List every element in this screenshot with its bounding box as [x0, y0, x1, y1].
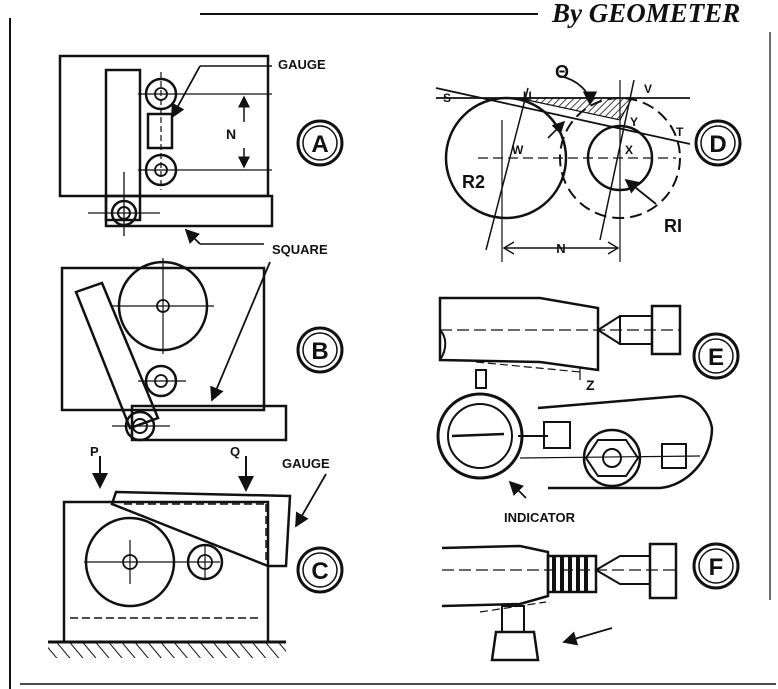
figure-e-badge-inner	[698, 338, 734, 374]
figure-d-point-u: U	[523, 89, 532, 103]
figure-a-gauge-label: GAUGE	[278, 57, 326, 72]
figure-b-square-label: SQUARE	[272, 242, 328, 257]
figure-c-badge	[296, 546, 344, 594]
figure-d-radius-large: R2	[462, 172, 485, 192]
figure-c-gauge-label: GAUGE	[282, 456, 330, 471]
figure-a-letter: A	[311, 131, 328, 158]
figure-e-letter: E	[708, 344, 724, 371]
figure-c-point-q: Q	[230, 444, 240, 459]
figure-d-badge-inner	[700, 125, 736, 161]
figure-d-radius-small: RI	[664, 216, 682, 236]
figure-c-point-p: P	[90, 444, 99, 459]
figure-b-badge	[296, 326, 344, 374]
page-frame	[9, 13, 776, 689]
figure-f-badge	[692, 542, 740, 590]
figure-e	[436, 296, 714, 499]
figure-f-letter: F	[709, 554, 724, 581]
figure-b-badge-inner	[302, 332, 338, 368]
figure-a	[58, 54, 274, 245]
figure-d-point-t: T	[676, 125, 684, 139]
byline: By GEOMETER	[551, 0, 740, 28]
figure-c-badge-inner	[302, 552, 338, 588]
figure-d-point-s: S	[443, 91, 451, 105]
figure-e-indicator-label: INDICATOR	[504, 510, 576, 525]
figure-c	[48, 456, 327, 658]
figure-e-badge	[692, 332, 740, 380]
figure-c-letter: C	[311, 558, 328, 585]
figure-a-badge	[296, 119, 344, 167]
figure-d	[435, 75, 691, 262]
figure-e-point-z: Z	[586, 377, 595, 393]
figure-d-point-y: Y	[630, 115, 638, 129]
figure-d-dimension-label: N	[556, 241, 565, 256]
figure-b-letter: B	[311, 338, 328, 365]
figure-d-angle-label: Θ	[555, 62, 569, 82]
figure-d-point-v: V	[644, 82, 652, 96]
figure-d-point-x: X	[625, 143, 633, 157]
figure-a-badge-inner	[302, 125, 338, 161]
figure-a-dimension-label: N	[226, 126, 236, 142]
figure-f-badge-inner	[698, 548, 734, 584]
figure-f	[441, 542, 680, 662]
figure-b	[60, 258, 288, 442]
figure-d-letter: D	[709, 131, 726, 158]
figure-d-badge	[694, 119, 742, 167]
figure-d-point-w: W	[512, 143, 524, 157]
